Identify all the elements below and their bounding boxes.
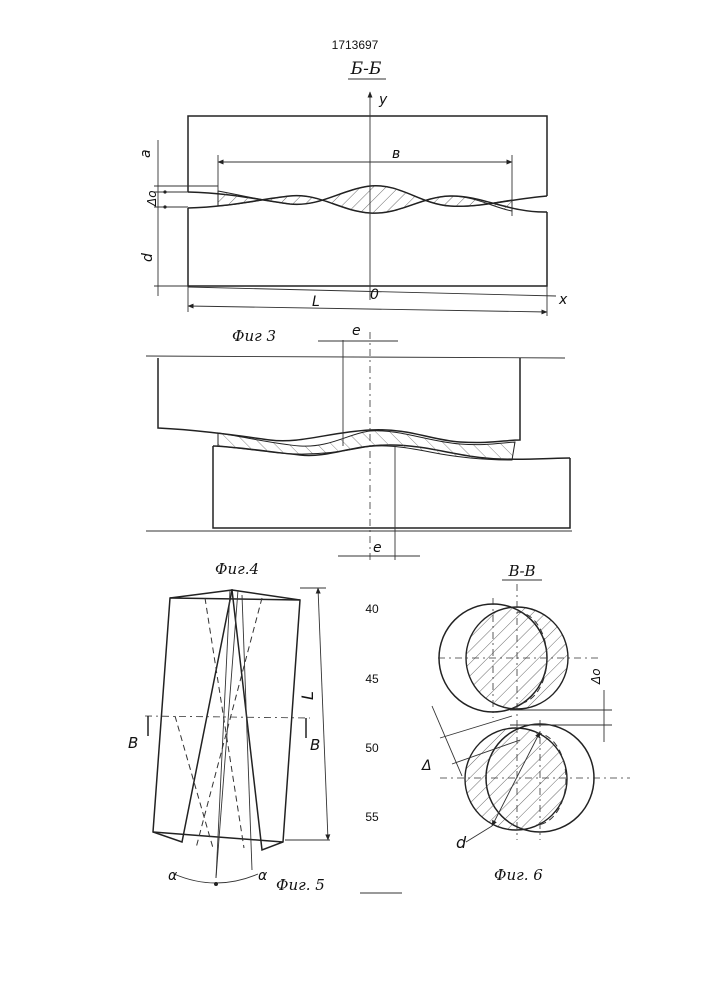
diameter-d-leader [466, 826, 492, 842]
delta-tick-bottom [163, 205, 166, 208]
delta-ext-line [432, 706, 462, 776]
hatched-material-layer [218, 186, 512, 213]
dimension-l-label: L [312, 294, 320, 310]
dimension-e-bottom-label: e [373, 540, 382, 556]
upper-break-line [146, 356, 565, 358]
dimension-b-label: в [392, 146, 400, 162]
dimension-d-label: d [140, 253, 156, 262]
patent-number: 1713697 [332, 38, 379, 52]
upper-block-outline [188, 116, 547, 196]
section-label-left: B [128, 734, 138, 752]
line-number-45: 45 [365, 672, 379, 686]
figure-5-caption: Фиг. 5 [276, 876, 325, 894]
figure-4-caption: Фиг.4 [215, 560, 259, 578]
dimension-l-line [188, 306, 547, 312]
dimension-a-label: a [138, 149, 154, 158]
dimension-l-fig5 [318, 588, 328, 840]
section-label-right: B [310, 736, 320, 754]
lower-roll-outline [213, 446, 570, 528]
origin-label: 0 [370, 287, 379, 303]
angle-vertex-dot [214, 882, 218, 886]
section-line-bb [145, 716, 310, 718]
axis-line-3 [242, 595, 252, 870]
figure-6: В-В Δо Δ d Фиг. 6 [421, 562, 630, 884]
lower-block-outline [188, 208, 547, 286]
delta-label: Δ [421, 758, 432, 774]
line-number-40: 40 [365, 602, 379, 616]
hatched-material-profile [218, 431, 515, 460]
x-axis-label: x [558, 292, 568, 308]
figure-3: y x 0 в L a Δо d Фиг 3 [138, 92, 568, 345]
dimension-delta0-label: Δо [145, 190, 159, 207]
dimension-l-label-fig5: L [298, 691, 317, 700]
delta-tick-top [163, 190, 166, 193]
gap-delta0-label: Δо [589, 668, 603, 685]
figure-6-caption: Фиг. 6 [494, 866, 543, 884]
angle-alpha-left: α [168, 868, 178, 884]
roll-top-edge [170, 598, 300, 600]
figure-3-caption: Фиг 3 [232, 327, 276, 345]
figure-5: B B L α α Фиг. 5 [128, 588, 402, 894]
axis-line-2 [216, 590, 238, 878]
y-axis-label: y [378, 92, 388, 108]
upper-roll-outline [158, 358, 520, 443]
line-number-50: 50 [365, 741, 379, 755]
figure-4: e e Фиг.4 [146, 323, 572, 578]
hidden-edge-2 [205, 598, 244, 848]
dimension-e-top-label: e [352, 323, 361, 339]
section-title-bb: Б-Б [350, 59, 382, 79]
roll-right-outline [232, 590, 300, 850]
diameter-d-label: d [456, 833, 467, 852]
section-title-vv: В-В [507, 562, 535, 580]
angle-alpha-right: α [258, 868, 268, 884]
line-number-55: 55 [365, 810, 379, 824]
